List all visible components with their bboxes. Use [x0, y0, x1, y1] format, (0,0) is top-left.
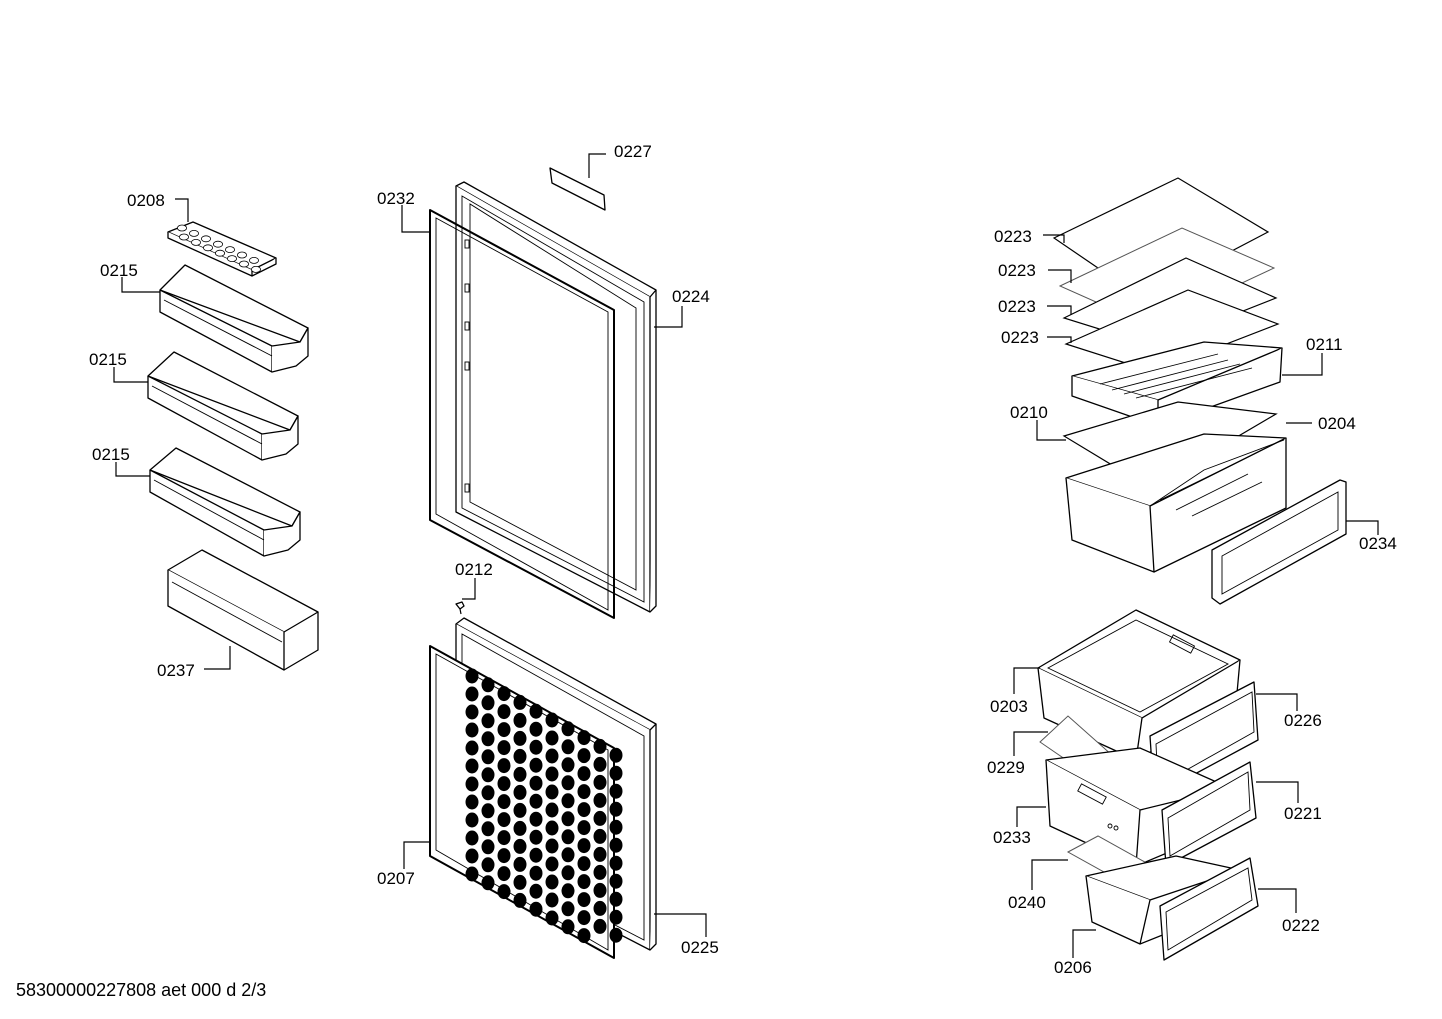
label-0204: 0204 — [1318, 414, 1356, 433]
label-0224: 0224 — [672, 287, 710, 306]
label-0223: 0223 — [998, 261, 1036, 280]
part-0234-drawer-front[interactable] — [1211, 479, 1347, 605]
leader-lines — [113, 153, 1379, 958]
label-0223: 0223 — [998, 297, 1036, 316]
label-0233: 0233 — [993, 828, 1031, 847]
label-0240: 0240 — [1008, 893, 1046, 912]
part-0224-upper-door[interactable] — [455, 181, 657, 613]
part-0227-label[interactable] — [549, 167, 606, 211]
label-0237: 0237 — [157, 661, 195, 680]
label-0208: 0208 — [127, 191, 165, 210]
document-reference: 58300000227808 aet 000 d 2/3 — [16, 980, 267, 1000]
label-0234: 0234 — [1359, 534, 1397, 553]
part-0215-door-shelf-2[interactable] — [147, 351, 299, 461]
label-0211: 0211 — [1306, 335, 1343, 354]
label-0229: 0229 — [987, 758, 1025, 777]
part-0215-door-shelf-1[interactable] — [159, 264, 309, 373]
label-0206: 0206 — [1054, 958, 1092, 977]
label-0215: 0215 — [100, 261, 138, 280]
label-0215: 0215 — [89, 350, 127, 369]
part-0204-crisper-drawer[interactable] — [1065, 433, 1287, 573]
label-0223: 0223 — [994, 227, 1032, 246]
label-0210: 0210 — [1010, 403, 1048, 422]
label-0221: 0221 — [1284, 804, 1322, 823]
part-0232-upper-gasket[interactable] — [429, 209, 615, 619]
part-0221-freezer-flap-2[interactable] — [1161, 761, 1257, 867]
label-0215: 0215 — [92, 445, 130, 464]
part-0212-screw[interactable] — [455, 601, 465, 615]
label-0227: 0227 — [614, 142, 652, 161]
callout-labels: 0227 0208 0232 0215 0224 0215 0215 0212 … — [89, 142, 1397, 977]
part-0208-egg-tray[interactable] — [167, 221, 277, 277]
label-0232: 0232 — [377, 189, 415, 208]
label-0223: 0223 — [1001, 328, 1039, 347]
label-0222: 0222 — [1282, 916, 1320, 935]
label-0203: 0203 — [990, 697, 1028, 716]
label-0212: 0212 — [455, 560, 493, 579]
part-0207-lower-gasket[interactable] — [429, 645, 623, 959]
label-0207: 0207 — [377, 869, 415, 888]
label-0226: 0226 — [1284, 711, 1322, 730]
part-0237-bottle-shelf[interactable] — [167, 549, 319, 671]
part-0222-freezer-flap-3[interactable] — [1159, 857, 1259, 961]
part-0215-door-shelf-3[interactable] — [149, 447, 301, 557]
label-0225: 0225 — [681, 938, 719, 957]
